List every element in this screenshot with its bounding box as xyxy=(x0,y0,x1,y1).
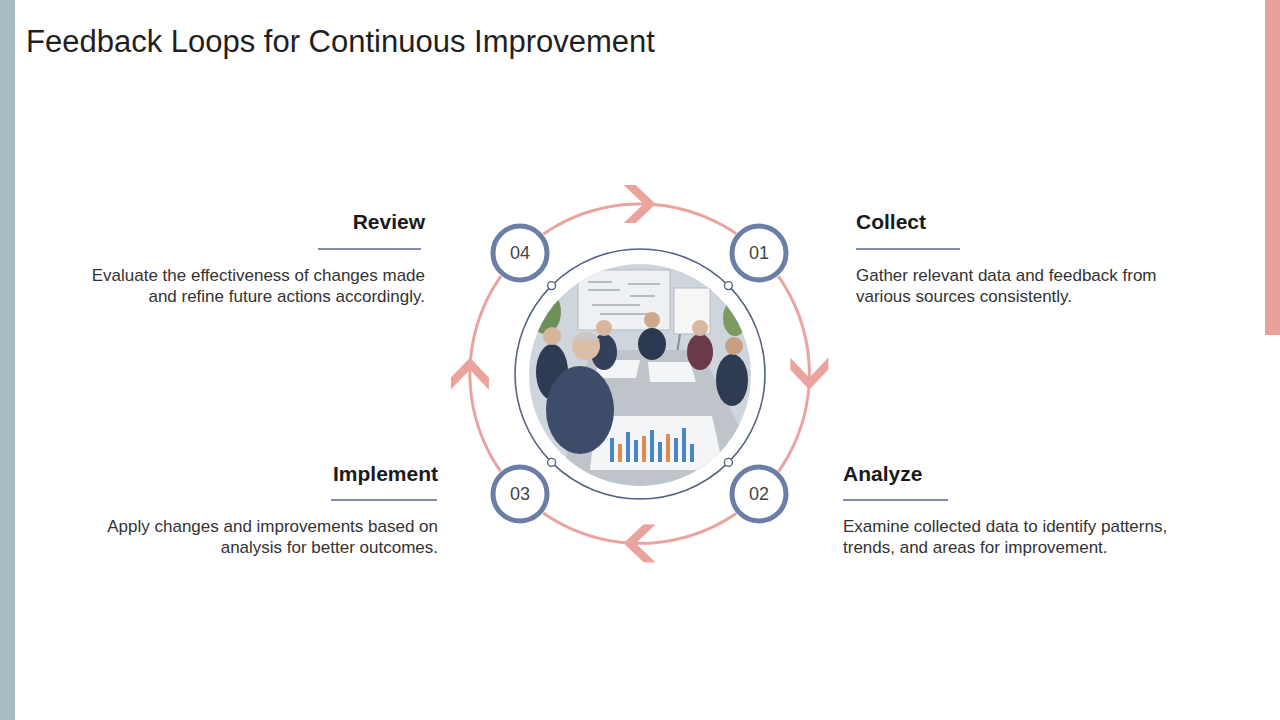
step-heading: Analyze xyxy=(843,461,922,487)
step-number: 02 xyxy=(749,484,769,505)
photo-bar xyxy=(674,438,678,462)
photo-bar xyxy=(666,434,670,462)
cycle-connector xyxy=(543,513,736,562)
step-heading: Collect xyxy=(856,209,926,235)
step-number-circle: 01 xyxy=(729,223,789,283)
cycle-connector xyxy=(778,276,828,471)
cycle-connector xyxy=(543,185,736,234)
photo-head xyxy=(543,327,561,345)
photo-bar xyxy=(610,438,614,462)
number-circle-shape xyxy=(493,226,547,280)
ring-dot xyxy=(548,458,556,466)
photo-head xyxy=(644,312,660,328)
number-circle-shape xyxy=(493,467,547,521)
step-number: 03 xyxy=(510,484,530,505)
photo-people xyxy=(536,312,748,454)
heading-underline xyxy=(856,248,960,249)
photo-paper xyxy=(648,362,696,382)
meeting-photo xyxy=(529,264,770,486)
right-accent-bar xyxy=(1265,0,1280,335)
step-number: 01 xyxy=(749,243,769,264)
photo-hair xyxy=(572,333,600,340)
step-heading: Implement xyxy=(333,461,438,487)
step-description: Evaluate the effectiveness of changes ma… xyxy=(65,265,425,307)
chevron-arrowhead xyxy=(451,358,489,390)
left-side-bar xyxy=(0,0,15,720)
step-description: Examine collected data to identify patte… xyxy=(843,516,1203,558)
photo-head xyxy=(596,320,612,336)
heading-underline xyxy=(331,499,437,500)
chevron-arrowhead xyxy=(790,358,828,390)
photo-bar xyxy=(642,436,646,462)
photo-bar xyxy=(650,430,654,462)
photo-person xyxy=(546,366,614,454)
photo-plant xyxy=(529,290,561,334)
photo-head xyxy=(572,332,600,360)
step-heading: Review xyxy=(353,209,425,235)
photo-head xyxy=(725,337,743,355)
photo-person xyxy=(687,334,713,370)
step-number-circle: 04 xyxy=(490,223,550,283)
photo-bar xyxy=(682,428,686,462)
cycle-connector xyxy=(451,276,501,471)
photo-plant xyxy=(723,300,747,336)
step-description: Gather relevant data and feedback from v… xyxy=(856,265,1216,307)
heading-underline xyxy=(318,248,421,249)
slide-title: Feedback Loops for Continuous Improvemen… xyxy=(26,24,655,60)
step-number-circle: 02 xyxy=(729,464,789,524)
ring-dot xyxy=(724,282,732,290)
ring-dot xyxy=(724,458,732,466)
photo-person xyxy=(638,328,666,360)
photo-bar xyxy=(634,440,638,462)
photo-bar-chart xyxy=(610,428,694,462)
photo-whiteboard xyxy=(578,270,670,330)
step-number: 04 xyxy=(510,243,530,264)
step-description: Apply changes and improvements based on … xyxy=(78,516,438,558)
step-number-circle: 03 xyxy=(490,464,550,524)
number-circle-shape xyxy=(732,226,786,280)
photo-bar xyxy=(690,444,694,462)
photo-scribbles xyxy=(588,282,660,314)
photo-person xyxy=(716,354,748,406)
chevron-arrowhead xyxy=(624,185,656,223)
ring-dot xyxy=(548,282,556,290)
photo-head xyxy=(692,320,708,336)
photo-bar xyxy=(618,444,622,462)
photo-bar xyxy=(658,442,662,462)
chevron-arrowhead xyxy=(624,524,656,562)
photo-bar xyxy=(626,432,630,462)
number-circle-shape xyxy=(732,467,786,521)
heading-underline xyxy=(843,499,948,500)
